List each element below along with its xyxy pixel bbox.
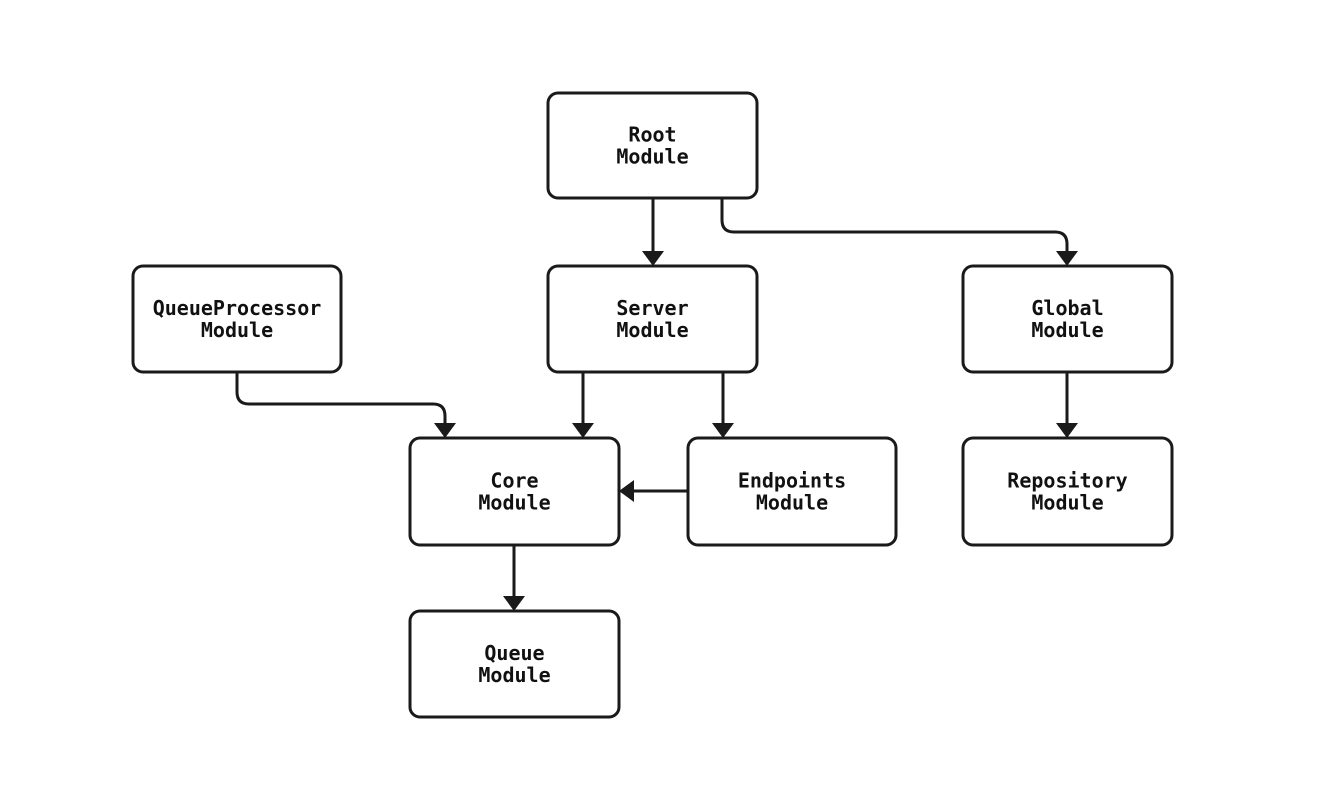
edge-line [235, 372, 447, 436]
edge-queueprocessor-module-to-core-module [235, 372, 456, 438]
node-box [686, 436, 898, 547]
edge-root-module-to-global-module [720, 198, 1078, 266]
arrowhead-icon [619, 480, 634, 502]
edge-root-module-to-server-module [642, 198, 664, 266]
edge-line [720, 198, 1069, 264]
edge-global-module-to-repository-module [1056, 372, 1078, 438]
arrowhead-icon [503, 596, 525, 611]
arrowhead-icon [1056, 251, 1078, 266]
arrowhead-icon [712, 423, 734, 438]
node-box [961, 436, 1174, 547]
arrowhead-icon [642, 251, 664, 266]
node-box [408, 436, 621, 547]
node-box [131, 264, 343, 374]
arrowhead-icon [1056, 423, 1078, 438]
node-box [961, 264, 1174, 374]
edge-endpoints-module-to-core-module [619, 480, 688, 502]
node-box [546, 91, 759, 200]
edge-server-module-to-core-module [572, 372, 594, 438]
edge-core-module-to-queue-module [503, 545, 525, 611]
arrowhead-icon [572, 423, 594, 438]
arrowhead-icon [434, 423, 456, 438]
edge-server-module-to-endpoints-module [712, 372, 734, 438]
node-box [546, 264, 759, 374]
node-box [408, 609, 621, 719]
